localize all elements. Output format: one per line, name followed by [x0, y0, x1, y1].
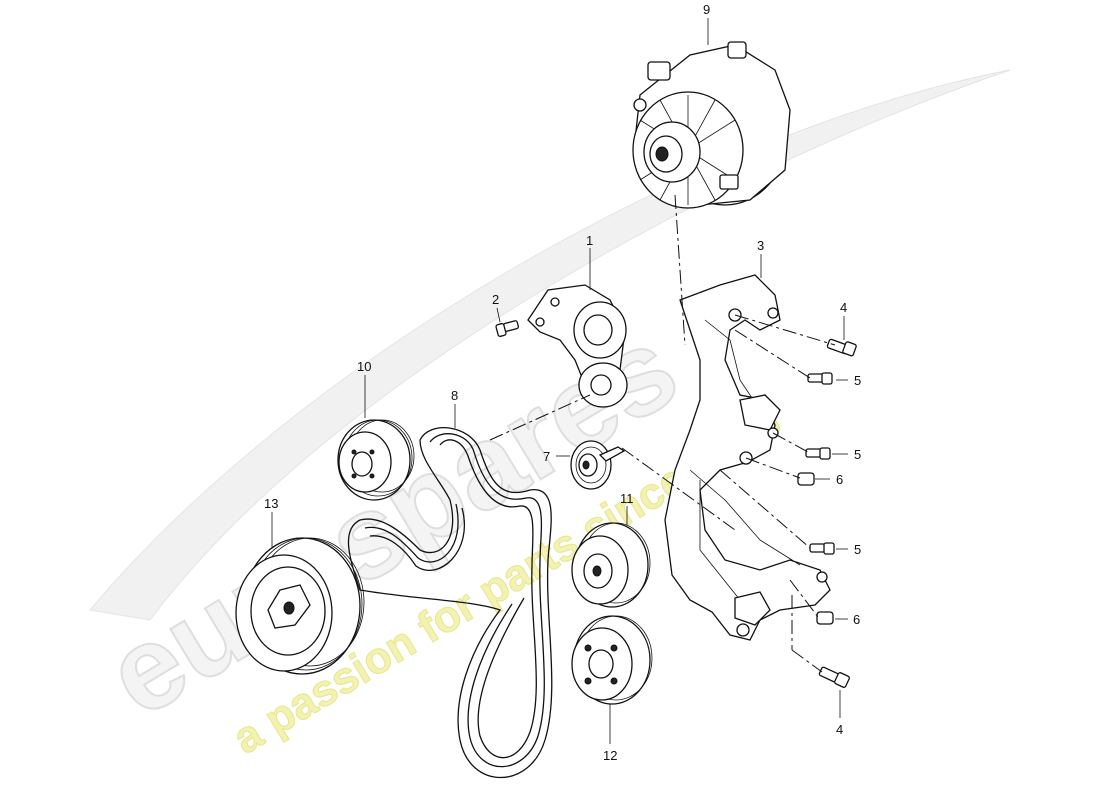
callout-11: 11 [620, 491, 634, 506]
bracket [664, 274, 831, 641]
callouts: 9 1 2 3 4 5 5 6 5 6 4 7 8 10 11 12 13 [264, 2, 861, 763]
bolt-2 [495, 320, 519, 338]
bolt-4-lower [818, 666, 850, 688]
idler-pulley [570, 440, 626, 490]
callout-13: 13 [264, 496, 278, 511]
nut-6-b [816, 611, 834, 625]
pulley-11 [571, 522, 651, 608]
callout-12: 12 [603, 748, 617, 763]
assembly-lines [489, 194, 836, 673]
callout-6-b: 6 [853, 612, 860, 627]
callout-5-b: 5 [854, 447, 861, 462]
crank-pulley [235, 537, 365, 675]
callout-6-a: 6 [836, 472, 843, 487]
callout-9: 9 [703, 2, 710, 17]
bolt-4-upper [826, 338, 857, 357]
bolt-5-c [809, 542, 835, 555]
callout-2: 2 [492, 292, 499, 307]
callout-7: 7 [543, 449, 550, 464]
watermark-swoosh [89, 69, 1011, 621]
tensioner [527, 284, 628, 408]
pulley-10 [337, 419, 415, 501]
alternator [632, 41, 791, 209]
watermark: eurospares a passion for parts since 198… [84, 69, 1011, 764]
callout-4-upper: 4 [840, 300, 847, 315]
bolt-5-a [807, 372, 833, 385]
leader-lines [271, 18, 848, 744]
drive-belt [347, 427, 553, 778]
callout-3: 3 [757, 238, 764, 253]
callout-5-c: 5 [854, 542, 861, 557]
callout-10: 10 [357, 359, 371, 374]
callout-1: 1 [586, 233, 593, 248]
nut-6-a [797, 472, 815, 486]
callout-8: 8 [451, 388, 458, 403]
bolt-5-b [805, 447, 831, 460]
callout-4-lower: 4 [836, 722, 843, 737]
pulley-12 [571, 615, 653, 705]
callout-5-a: 5 [854, 373, 861, 388]
